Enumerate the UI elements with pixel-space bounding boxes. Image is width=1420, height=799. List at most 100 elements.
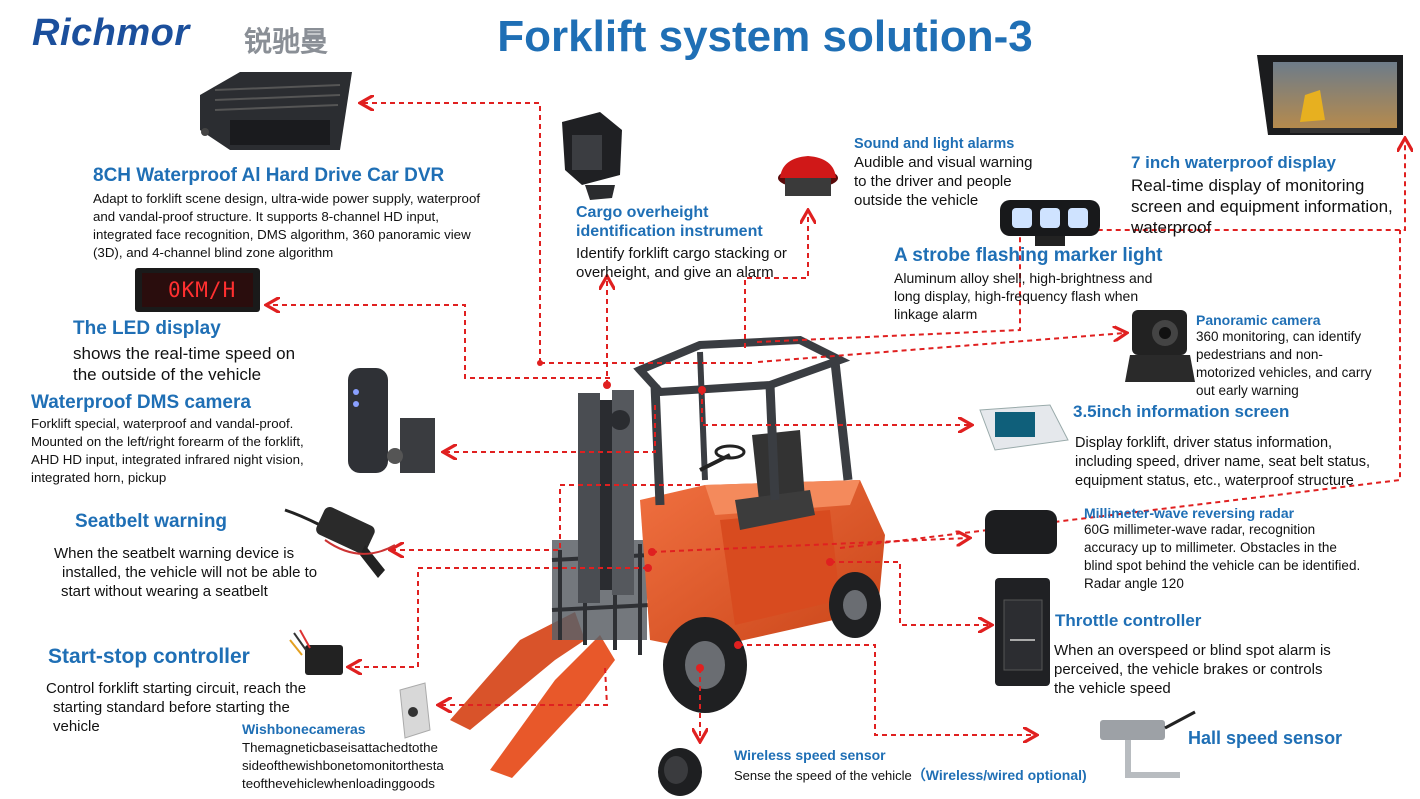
- info-screen-title-text: 3.5inch information screen: [1073, 402, 1290, 421]
- radar-description: 60G millimeter-wave radar, recognition a…: [1084, 521, 1414, 593]
- radar-device-icon: [985, 510, 1057, 554]
- hall-title: Hall speed sensor: [1188, 728, 1342, 749]
- led-line: shows the real-time speed on: [73, 344, 296, 363]
- seatbelt-device-icon: [284, 506, 396, 578]
- hall-sensor-icon: [1100, 710, 1196, 778]
- startstop-title: Start-stop controller: [48, 645, 250, 669]
- throttle-line: perceived, the vehicle brakes or control…: [1054, 661, 1323, 678]
- dvr-block: 8CH Waterproof Al Hard Drive Car DVR Ada…: [93, 165, 533, 262]
- wireless-block: Wireless speed sensor Sense the speed of…: [734, 747, 1134, 785]
- dms-line: AHD HD input, integrated infrared night …: [31, 452, 304, 467]
- dms-line: Forklift special, waterproof and vandal-…: [31, 416, 294, 431]
- led-display-icon: [135, 268, 260, 312]
- display7-description: Real-time display of monitoring screen a…: [1131, 175, 1416, 238]
- cargo-title-line: identification instrument: [576, 223, 763, 240]
- wireless-sensor-icon: [658, 748, 702, 796]
- led-block: The LED display shows the real-time spee…: [73, 318, 373, 385]
- dms-title: Waterproof DMS camera: [31, 392, 251, 413]
- dvr-line: integrated face recognition, DMS algorit…: [93, 227, 471, 242]
- radar-block: Millimeter-wave reversing radar 60G mill…: [1084, 505, 1414, 593]
- connector-dots: [537, 360, 834, 672]
- dvr-line: Adapt to forklift scene design, ultra-wi…: [93, 191, 481, 206]
- strobe-line: long display, high-frequency flash when: [894, 288, 1139, 304]
- wireless-title: Wireless speed sensor: [734, 747, 886, 763]
- display7-line: screen and equipment information,: [1131, 197, 1393, 216]
- sound-line: outside the vehicle: [854, 192, 979, 209]
- sound-alarm-icon: [778, 156, 838, 196]
- info-screen-icon: [979, 404, 1069, 451]
- dms-line: Mounted on the left/right forearm of the…: [31, 434, 304, 449]
- radar-title: Millimeter-wave reversing radar: [1084, 505, 1295, 521]
- panoramic-title: Panoramic camera: [1196, 312, 1321, 328]
- led-title: The LED display: [73, 318, 221, 339]
- throttle-line: When an overspeed or blind spot alarm is: [1054, 642, 1331, 659]
- led-screen-text: 0KM/H: [168, 278, 237, 302]
- seven-inch-display-icon: [1257, 55, 1403, 135]
- throttle-title: Throttle controller: [1055, 611, 1201, 631]
- start-stop-relay-icon: [289, 629, 343, 675]
- dms-camera-icon: [348, 368, 435, 473]
- cargo-line: overheight, and give an alarm: [576, 264, 774, 281]
- strobe-description: Aluminum alloy shell, high-brightness an…: [894, 269, 1214, 323]
- hall-title-text: Hall speed sensor: [1188, 728, 1343, 748]
- panoramic-line: pedestrians and non-: [1196, 347, 1323, 362]
- page-title: Forklift system solution-3: [0, 12, 1420, 62]
- wishbone-line: Themagneticbaseisattachedtothe: [242, 740, 438, 755]
- sound-line: to the driver and people: [854, 173, 1012, 190]
- dvr-line: (3D), and 4-channel blind zone algorithm: [93, 245, 334, 260]
- display7-title: 7 inch waterproof display: [1131, 153, 1336, 172]
- strobe-line: linkage alarm: [894, 306, 978, 322]
- seatbelt-title: Seatbelt warning: [75, 511, 227, 533]
- display7-line: waterproof: [1131, 218, 1212, 237]
- panoramic-description: 360 monitoring, can identify pedestrians…: [1196, 328, 1411, 400]
- startstop-line: Control forklift starting circuit, reach…: [46, 680, 307, 697]
- radar-line: accuracy up to millimeter. Obstacles in …: [1084, 540, 1337, 555]
- seatbelt-line: When the seatbelt warning device is: [54, 545, 295, 562]
- cargo-line: Identify forklift cargo stacking or: [576, 245, 787, 262]
- radar-line: 60G millimeter-wave radar, recognition: [1084, 522, 1316, 537]
- startstop-description: Control forklift starting circuit, reach…: [46, 679, 346, 736]
- cargo-title-line: Cargo overheight: [576, 204, 709, 221]
- wireless-text: Sense the speed of the vehicle: [734, 768, 912, 783]
- display7-block: 7 inch waterproof display Real-time disp…: [1131, 153, 1416, 238]
- dms-block: Waterproof DMS camera Forklift special, …: [31, 392, 351, 487]
- throttle-description: When an overspeed or blind spot alarm is…: [1054, 641, 1384, 698]
- panoramic-block: Panoramic camera 360 monitoring, can ide…: [1196, 312, 1411, 400]
- cargo-title: Cargo overheight identification instrume…: [576, 203, 816, 241]
- sound-description: Audible and visual warning to the driver…: [854, 153, 1074, 210]
- radar-line: Radar angle 120: [1084, 576, 1184, 591]
- wishbone-line: sideofthewishbonetomonitorthesta: [242, 758, 444, 773]
- throttle-title-text: Throttle controller: [1055, 611, 1202, 630]
- forklift-illustration: [450, 335, 885, 778]
- wireless-note: （Wireless/wired optional): [911, 767, 1087, 783]
- dvr-description: Adapt to forklift scene design, ultra-wi…: [93, 190, 533, 262]
- strobe-line: Aluminum alloy shell, high-brightness an…: [894, 270, 1153, 286]
- info-screen-line: including speed, driver name, seat belt …: [1075, 454, 1370, 470]
- cargo-description: Identify forklift cargo stacking or over…: [576, 244, 816, 282]
- display7-line: Real-time display of monitoring: [1131, 176, 1365, 195]
- wishbone-block: Wishbonecameras Themagneticbaseisattache…: [242, 721, 502, 793]
- info-screen-line: Display forklift, driver status informat…: [1075, 435, 1333, 451]
- led-description: shows the real-time speed on the outside…: [73, 343, 373, 385]
- info-screen-line: equipment status, etc., waterproof struc…: [1075, 473, 1354, 489]
- dms-line: integrated horn, pickup: [31, 470, 167, 485]
- strobe-title: A strobe flashing marker light: [894, 245, 1163, 266]
- wishbone-line: teofthevehiclewhenloadinggoods: [242, 776, 435, 791]
- strobe-light-icon: [1000, 200, 1100, 246]
- info-screen-description: Display forklift, driver status informat…: [1075, 434, 1415, 491]
- startstop-line: vehicle: [53, 718, 100, 735]
- info-screen-title: 3.5inch information screen: [1073, 402, 1289, 422]
- sound-line: Audible and visual warning: [854, 154, 1033, 171]
- seatbelt-description: When the seatbelt warning device is inst…: [54, 544, 354, 601]
- brand-logo-cn: 锐驰曼: [244, 25, 329, 58]
- dvr-device-icon: [200, 72, 352, 150]
- wireless-description: Sense the speed of the vehicle（Wireless/…: [734, 765, 1134, 785]
- panoramic-line: motorized vehicles, and carry: [1196, 365, 1372, 380]
- wishbone-title: Wishbonecameras: [242, 721, 366, 737]
- startstop-title-text: Start-stop controller: [48, 645, 250, 668]
- sound-title: Sound and light alarms: [854, 136, 1015, 152]
- dvr-title: 8CH Waterproof Al Hard Drive Car DVR: [93, 165, 445, 186]
- radar-line: blind spot behind the vehicle can be ide…: [1084, 558, 1361, 573]
- sound-block: Sound and light alarms Audible and visua…: [854, 136, 1074, 210]
